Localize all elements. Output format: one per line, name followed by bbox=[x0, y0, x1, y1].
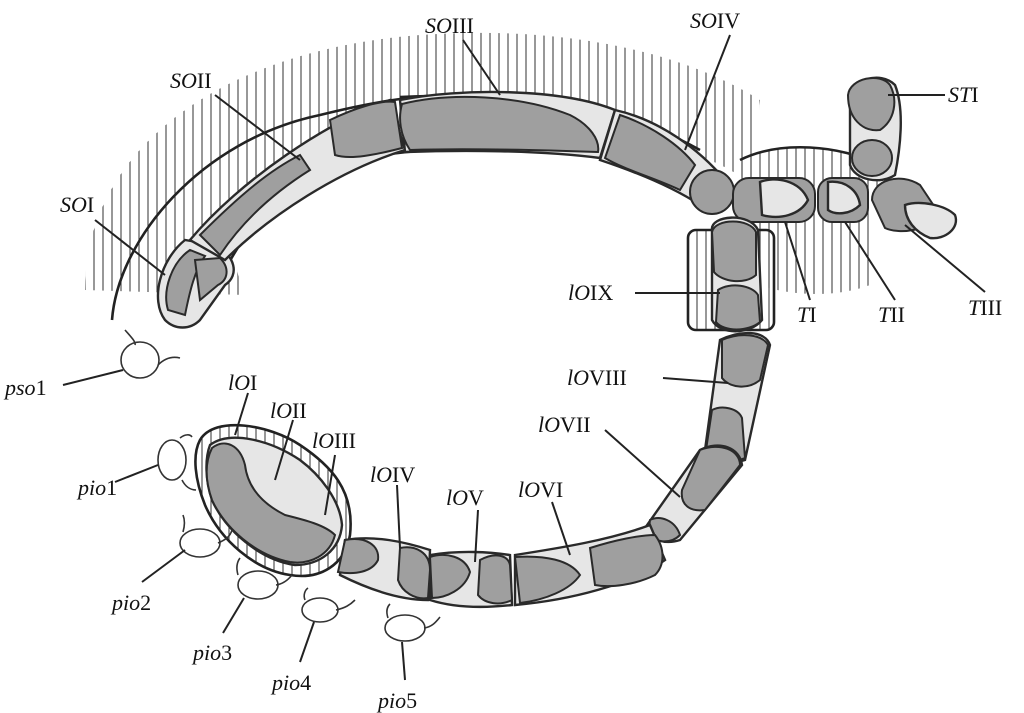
label-lOVI: lOVI bbox=[518, 477, 563, 502]
label-SOIV: SOIV bbox=[690, 8, 740, 33]
bone-lOIX bbox=[712, 218, 762, 332]
bone-lOVII bbox=[645, 446, 742, 542]
pore-pso1 bbox=[121, 330, 180, 378]
label-pso1: pso1 bbox=[3, 375, 47, 400]
label-pio3: pio3 bbox=[191, 640, 232, 665]
label-lOI: lOI bbox=[228, 370, 257, 395]
pore-pio1 bbox=[158, 435, 196, 490]
label-SOI: SOI bbox=[60, 192, 94, 217]
bone-TIII bbox=[872, 179, 956, 239]
label-TIII: TIII bbox=[968, 295, 1002, 320]
pore-pio4 bbox=[302, 588, 355, 622]
label-pio2: pio2 bbox=[110, 590, 151, 615]
label-lOII: lOII bbox=[270, 398, 307, 423]
label-lOIV: lOIV bbox=[370, 462, 415, 487]
label-lOV: lOV bbox=[446, 485, 484, 510]
label-pio4: pio4 bbox=[270, 670, 311, 695]
bone-lOVIII bbox=[705, 333, 770, 462]
bone-lOI-lOII-lOIII bbox=[206, 438, 342, 565]
label-SOIII: SOIII bbox=[425, 13, 474, 38]
label-STI: STI bbox=[948, 82, 979, 107]
bone-TII bbox=[818, 178, 868, 222]
label-TI: TI bbox=[797, 302, 817, 327]
bone-TI bbox=[733, 178, 815, 222]
label-lOIII: lOIII bbox=[312, 428, 356, 453]
label-pio1: pio1 bbox=[76, 475, 117, 500]
bone-STI bbox=[848, 78, 901, 180]
bone-SOIII bbox=[400, 92, 615, 158]
bone-lOVI bbox=[515, 525, 665, 605]
label-pio5: pio5 bbox=[376, 688, 417, 713]
label-SOII: SOII bbox=[170, 68, 212, 93]
pore-pio5 bbox=[385, 604, 440, 641]
bone-lOV bbox=[430, 552, 512, 607]
bone-lOIV bbox=[338, 538, 430, 600]
label-lOVII: lOVII bbox=[538, 412, 591, 437]
label-lOIX: lOIX bbox=[568, 280, 613, 305]
label-lOVIII: lOVIII bbox=[567, 365, 627, 390]
label-TII: TII bbox=[878, 302, 905, 327]
